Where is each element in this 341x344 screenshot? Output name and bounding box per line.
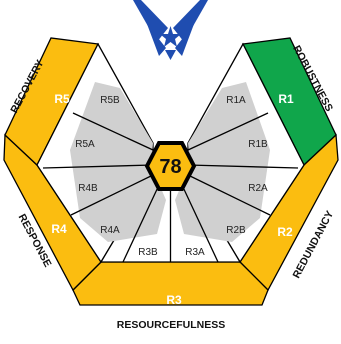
logo-right-lower	[175, 24, 194, 56]
segment-label-r4a: R4A	[100, 225, 120, 236]
ring-labels: R1 R2 R3 R4 R5	[51, 92, 294, 307]
logo-left-wing	[133, 0, 168, 42]
segment-label-r5a: R5A	[75, 139, 95, 150]
divider-r2b-r3a	[181, 184, 219, 263]
segment-label-r1a: R1A	[226, 95, 246, 106]
logo-left-lower	[147, 24, 166, 56]
air-force-logo	[133, 0, 208, 60]
ring-label-r2: R2	[277, 225, 293, 239]
outer-ring	[3, 37, 339, 306]
center-hexagon: 78	[144, 141, 197, 191]
segment-labels: R1A R1B R2A R2B R3A R3B R4A R4B R5A R5B	[75, 95, 268, 258]
divider-r4a-r4b	[70, 174, 154, 216]
category-label-resourcefulness: RESOURCEFULNESS	[117, 319, 226, 331]
segment-label-r5b: R5B	[100, 95, 120, 106]
segment-label-r3a: R3A	[185, 247, 205, 258]
segment-dividers	[42, 112, 299, 263]
ring-label-r4: R4	[51, 222, 67, 236]
segment-label-r2a: R2A	[248, 183, 268, 194]
logo-tail	[165, 50, 176, 60]
ring-label-r1: R1	[278, 92, 294, 106]
score-fill-right	[175, 82, 270, 242]
divider-r4b-r5a	[42, 164, 154, 169]
ring-label-r3: R3	[166, 293, 182, 307]
divider-r3b-r4a	[122, 184, 160, 263]
divider-r1a-r1b	[187, 112, 269, 151]
center-hexagon-shape	[144, 141, 197, 191]
segment-label-r4b: R4B	[78, 183, 98, 194]
segment-label-r3b: R3B	[138, 247, 158, 258]
divider-r1b-r2a	[187, 164, 299, 169]
logo-star	[160, 26, 181, 47]
logo-right-wing	[173, 0, 208, 42]
segment-label-r2b: R2B	[226, 225, 246, 236]
ring-label-r5: R5	[54, 92, 70, 106]
center-score: 78	[159, 156, 181, 178]
divider-r2a-r2b	[187, 174, 271, 216]
divider-r5a-r5b	[72, 112, 154, 151]
segment-label-r1b: R1B	[248, 139, 268, 150]
